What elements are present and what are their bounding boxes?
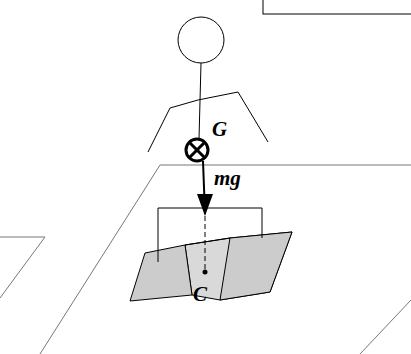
body-line [199, 63, 201, 139]
arrow-head [197, 194, 213, 216]
ground-plane [40, 165, 411, 354]
symbol-label: C [193, 284, 207, 305]
symbol-label: G [212, 119, 227, 140]
legs [158, 208, 262, 262]
support-edge [185, 238, 230, 245]
gravity-symbol [186, 139, 208, 161]
arms [148, 92, 268, 152]
frame-box [263, 0, 411, 14]
projection-line [205, 216, 206, 270]
symbol-label: mg [214, 168, 241, 189]
left-foot [130, 245, 192, 301]
ground-plane [0, 237, 45, 298]
right-foot [220, 232, 292, 300]
gravity-symbol [190, 143, 204, 157]
gravity-symbol [190, 143, 204, 157]
ground-plane [0, 237, 45, 238]
head [178, 17, 224, 63]
point-c [203, 270, 208, 275]
ground-plane [360, 300, 411, 354]
